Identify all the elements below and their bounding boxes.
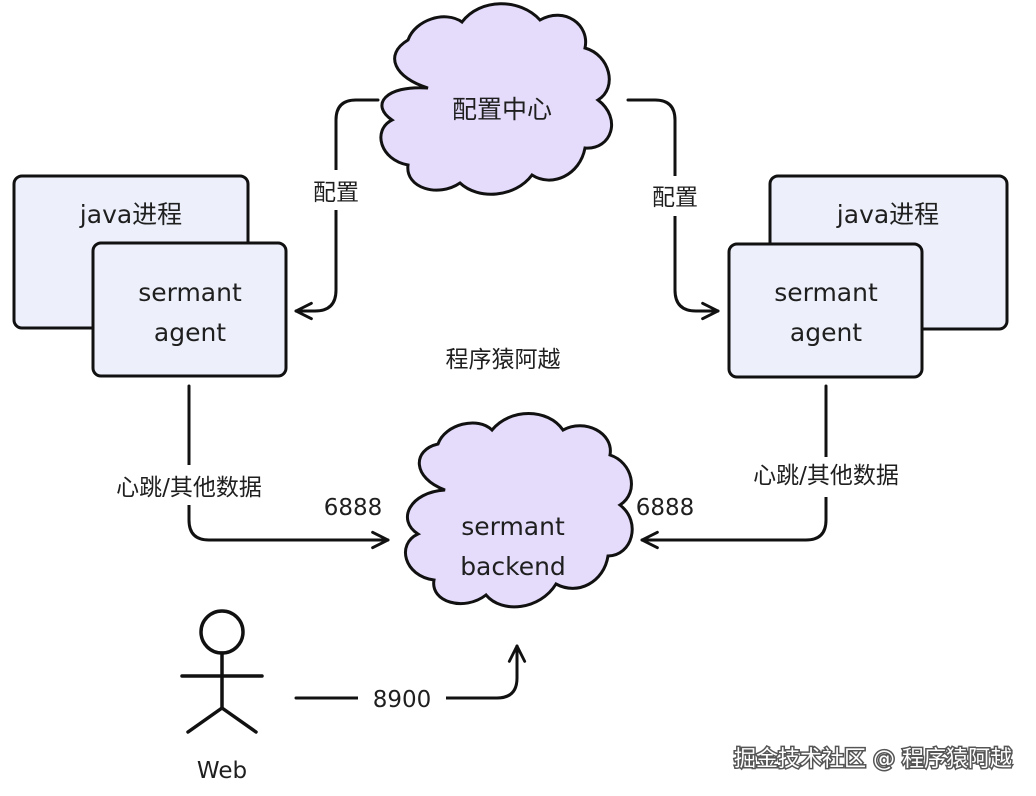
right-heartbeat-label: 心跳/其他数据 xyxy=(753,463,899,489)
left-java-process-label: java进程 xyxy=(79,200,182,229)
left-heartbeat-arrow xyxy=(187,384,390,550)
left-port-label: 6888 xyxy=(324,495,383,521)
config-center-cloud: 配置中心 xyxy=(379,2,614,196)
right-heartbeat-arrow xyxy=(640,384,828,550)
web-to-backend-arrow xyxy=(294,644,527,700)
right-agent-label-line1: sermant xyxy=(774,278,878,307)
web-label: Web xyxy=(197,758,247,784)
right-agent-label-line2: agent xyxy=(790,318,862,347)
sermant-backend-cloud: sermant backend xyxy=(403,412,634,609)
backend-label-line1: sermant xyxy=(461,512,565,541)
web-user-icon xyxy=(180,609,264,734)
center-label: 程序猿阿越 xyxy=(446,347,561,373)
watermark: 掘金技术社区 @ 程序猿阿越 xyxy=(734,747,1012,772)
left-agent-label-line2: agent xyxy=(154,318,226,347)
left-agent-label-line1: sermant xyxy=(138,278,242,307)
backend-label-line2: backend xyxy=(460,552,566,581)
left-heartbeat-label: 心跳/其他数据 xyxy=(116,475,262,501)
right-sermant-agent: sermant agent xyxy=(727,242,924,379)
web-port-label: 8900 xyxy=(373,687,432,713)
right-config-label: 配置 xyxy=(652,185,698,211)
left-sermant-agent: sermant agent xyxy=(91,241,288,378)
right-port-label: 6888 xyxy=(636,495,695,521)
left-config-label: 配置 xyxy=(313,180,359,206)
config-center-label: 配置中心 xyxy=(452,95,552,124)
right-java-process-label: java进程 xyxy=(836,200,939,229)
